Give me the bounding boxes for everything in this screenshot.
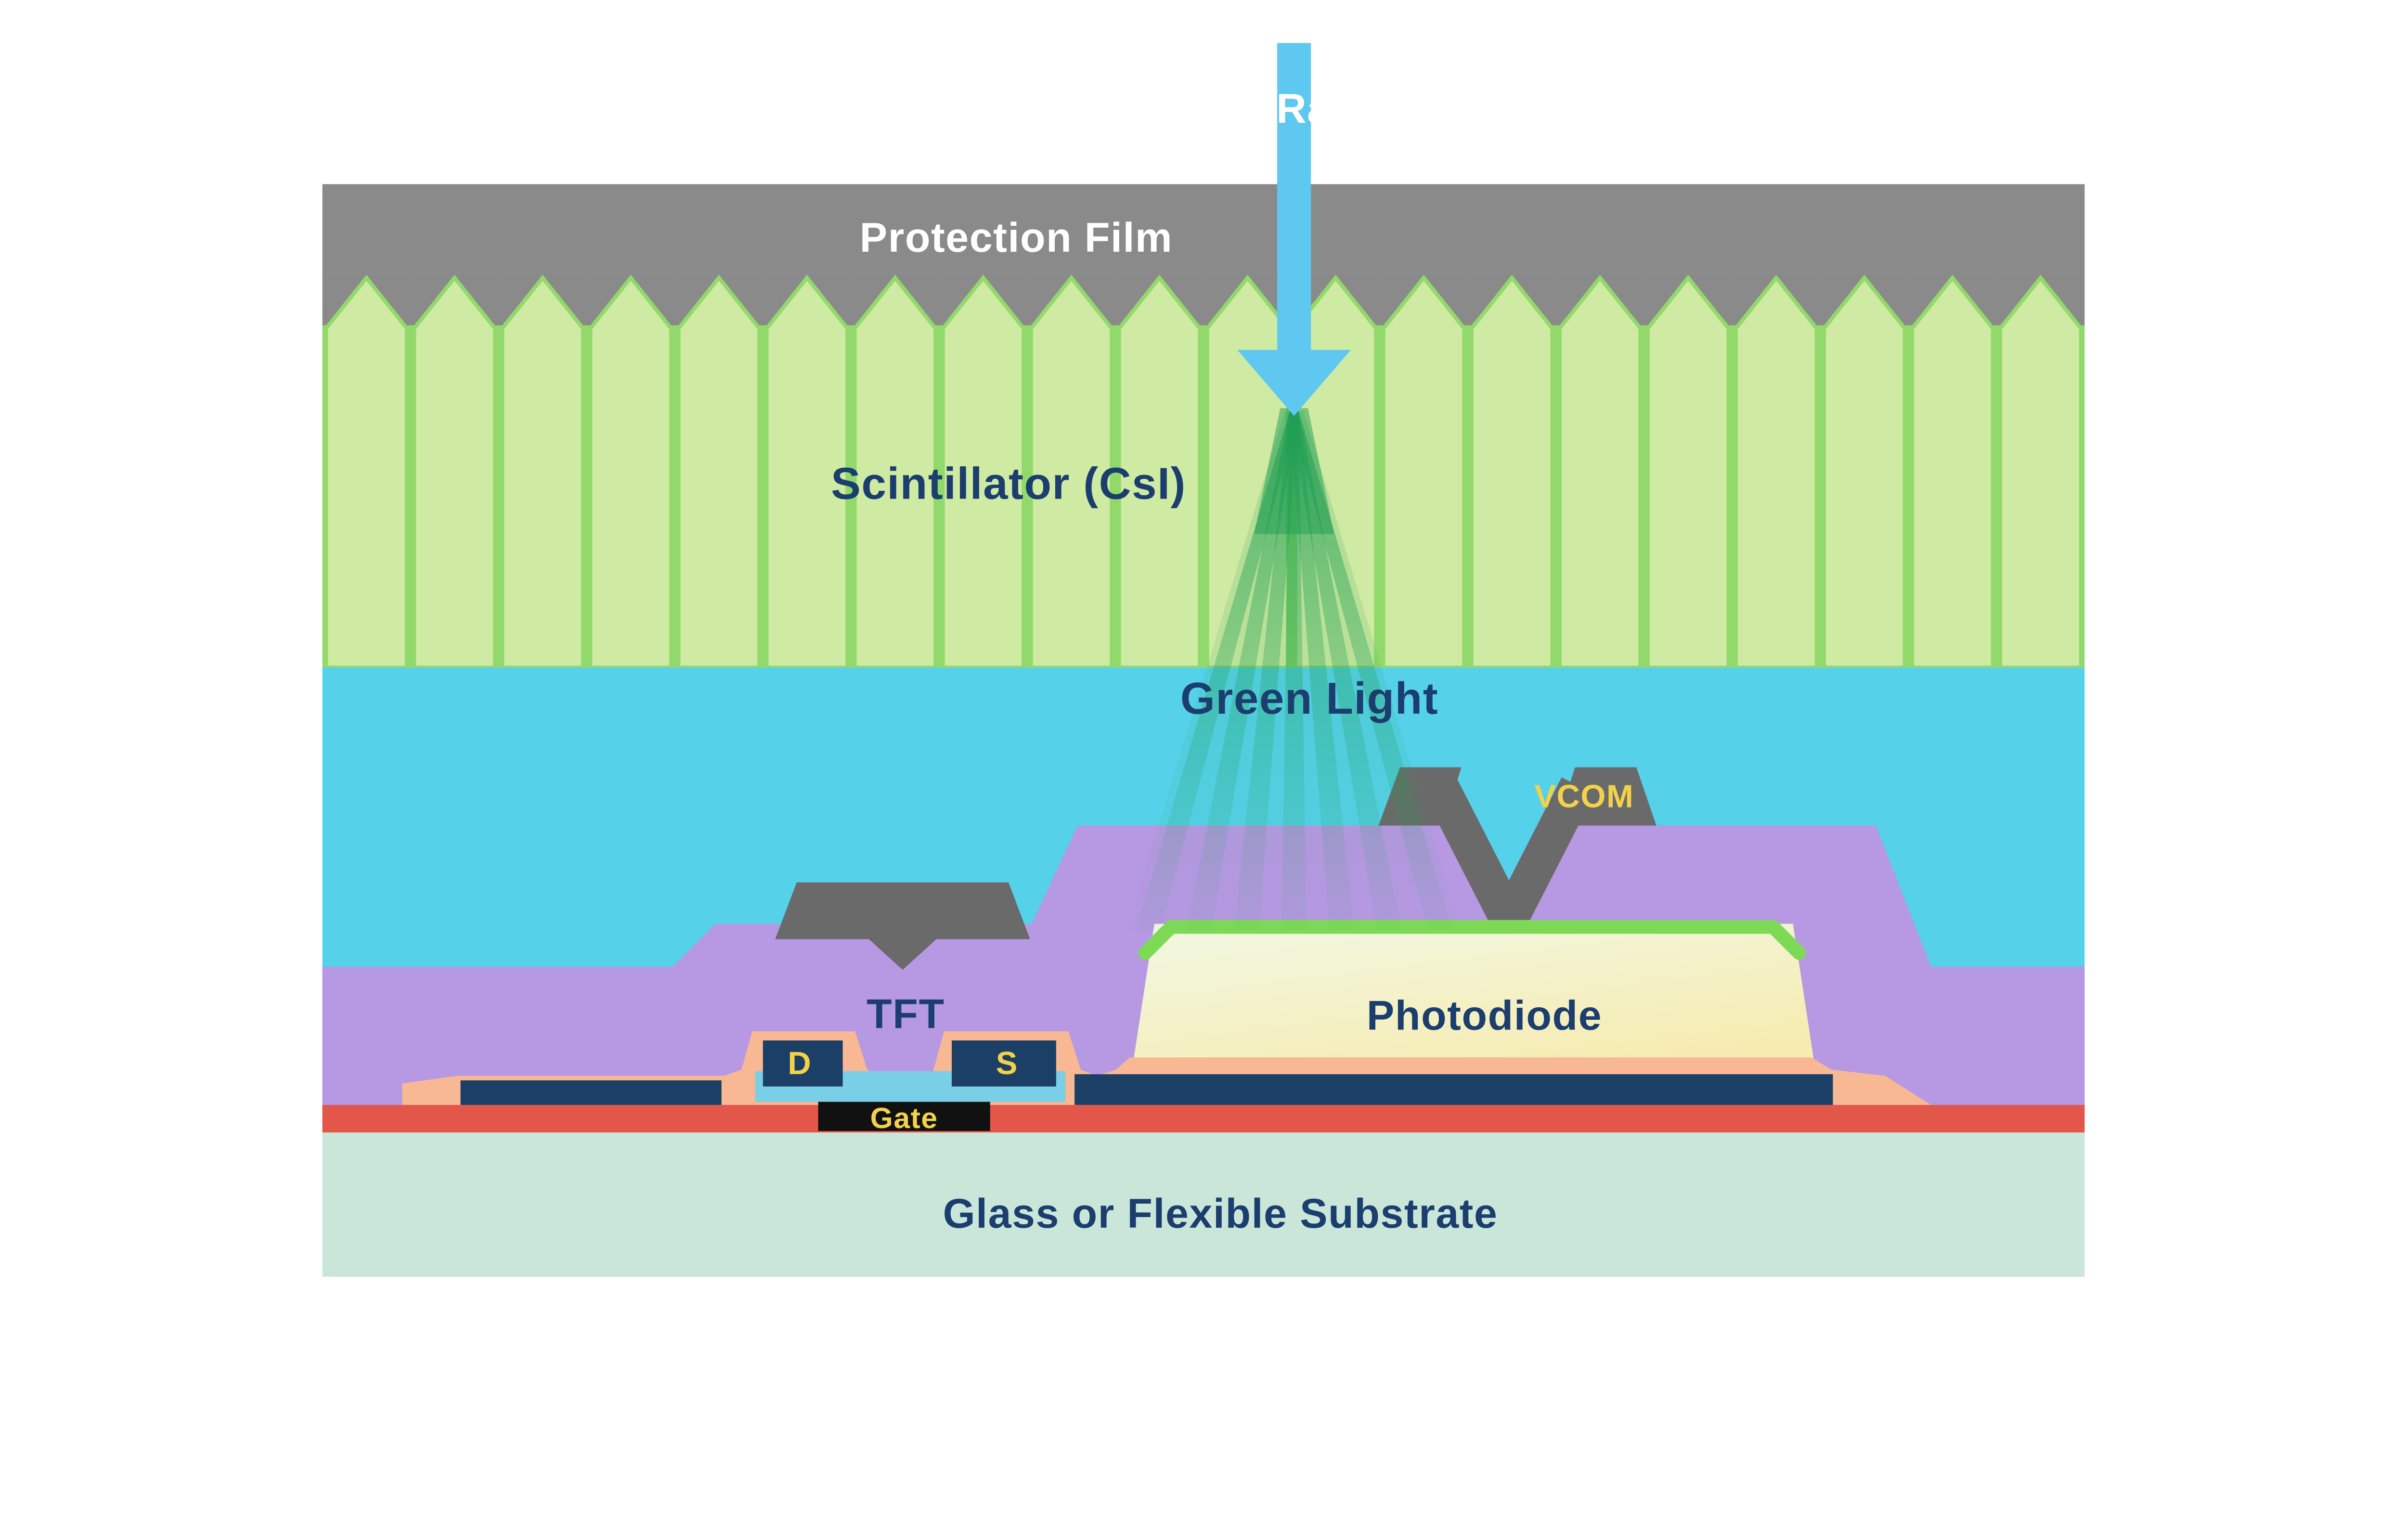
vcom-label: VCOM	[1534, 778, 1634, 814]
scintillator-needles	[322, 273, 2085, 668]
photodiode-bottom-electrode	[1074, 1074, 1833, 1105]
metal-shield-electrode	[775, 882, 1030, 970]
gate-insulator-strip	[322, 1104, 2085, 1133]
green-light-core-glow	[1254, 408, 1334, 534]
figure-page: X-Ray Protection Film Scintillator (CsI)…	[322, 43, 2085, 1277]
photodiode-label: Photodiode	[1367, 993, 1602, 1039]
scintillator-label: Scintillator (CsI)	[831, 458, 1186, 508]
protection-film-label: Protection Film	[860, 215, 1173, 261]
xray-beam-arrow	[1237, 43, 1351, 416]
tft-drain-electrode	[763, 1040, 843, 1087]
xray-detector-cross-section-diagram: X-Ray Protection Film Scintillator (CsI)…	[322, 43, 2085, 1277]
gate-label: Gate	[870, 1102, 938, 1134]
data-line-electrode	[460, 1080, 722, 1105]
xray-arrow-head	[1237, 350, 1351, 416]
substrate-label: Glass or Flexible Substrate	[943, 1191, 1498, 1237]
photodiode-silicon	[1131, 924, 1816, 1075]
green-light-label: Green Light	[1180, 673, 1438, 723]
xray-arrow-shaft	[1277, 43, 1311, 353]
xray-label: X-Ray	[1233, 86, 1355, 132]
substrate-layer	[322, 1132, 2085, 1277]
green-light-rays	[1126, 408, 1462, 930]
tft-structure	[460, 1040, 1833, 1131]
vcom-right-pad	[1556, 767, 1656, 826]
tft-label: TFT	[867, 991, 945, 1037]
tft-source-electrode	[952, 1040, 1056, 1087]
source-label: S	[996, 1045, 1018, 1081]
drain-label: D	[788, 1045, 812, 1081]
gate-electrode	[818, 1102, 990, 1131]
photodiode-top-contact	[1138, 920, 1806, 960]
photodiode-body	[1131, 920, 1816, 1075]
